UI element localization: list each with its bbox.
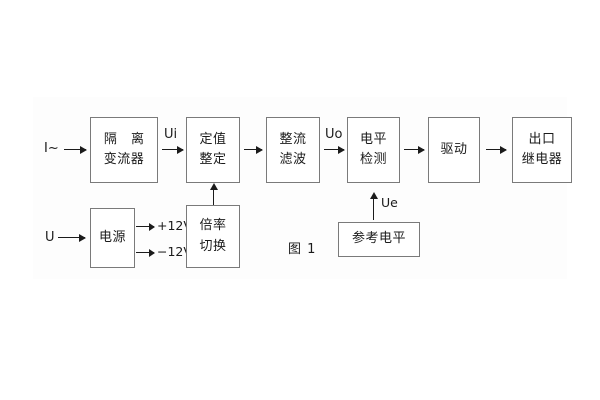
- block-rectify-filter-line2: 滤波: [279, 152, 307, 167]
- rail-negative-label: −12V: [157, 244, 192, 259]
- block-setting-value-line1: 定值: [199, 131, 227, 147]
- arrow-reference-to-level: [369, 192, 378, 220]
- arrow-level-to-driver: [404, 145, 425, 154]
- block-driver: 驱动: [428, 117, 480, 183]
- block-isolation-ct-line2: 变流器: [103, 152, 145, 167]
- signal-label-ui: Ui: [164, 127, 178, 142]
- arrow-setting-to-rectify: [244, 145, 263, 154]
- block-setting-value-line2: 整定: [199, 152, 227, 167]
- block-rectify-filter: 整流 滤波: [266, 117, 320, 183]
- block-output-relay-line1: 出口: [528, 131, 556, 147]
- block-multiplier-switch-line1: 倍率: [199, 218, 227, 234]
- block-multiplier-switch-line2: 切换: [199, 238, 227, 254]
- block-level-detect-line1: 电平: [359, 131, 387, 147]
- block-setting-value: 定值 整定: [186, 117, 240, 183]
- block-driver-line1: 驱动: [440, 141, 468, 157]
- signal-label-uo: Uo: [325, 127, 343, 142]
- block-level-detect-line2: 检测: [359, 152, 387, 167]
- signal-label-ue: Ue: [381, 195, 398, 210]
- voltage-input-label: U: [45, 230, 55, 245]
- block-rectify-filter-line1: 整流: [279, 131, 307, 147]
- arrow-isolation-to-setting: [162, 145, 184, 154]
- block-multiplier-switch: 倍率 切换: [186, 205, 240, 268]
- block-level-detect: 电平 检测: [347, 117, 400, 183]
- rail-positive-label: +12V: [157, 218, 192, 233]
- figure-caption: 图 1: [288, 242, 317, 257]
- voltage-input-arrow: [58, 233, 86, 242]
- arrow-driver-to-relay: [486, 145, 507, 154]
- block-isolation-ct: 隔 离 变流器: [90, 117, 158, 183]
- rail-negative-line: [136, 248, 155, 257]
- current-input-label: I~: [44, 141, 59, 156]
- block-reference-level: 参考电平: [338, 222, 420, 257]
- block-isolation-ct-line1: 隔 离: [103, 131, 150, 147]
- block-output-relay: 出口 继电器: [512, 117, 572, 183]
- arrow-multiplier-to-setting: [209, 183, 218, 205]
- block-output-relay-line2: 继电器: [521, 152, 563, 167]
- block-power-supply: 电源: [90, 208, 135, 268]
- arrow-rectify-to-level: [324, 145, 345, 154]
- block-reference-level-line1: 参考电平: [351, 231, 406, 247]
- rail-positive-line: [136, 222, 155, 231]
- current-input-arrow: [64, 145, 87, 154]
- block-power-supply-line1: 电源: [98, 229, 126, 245]
